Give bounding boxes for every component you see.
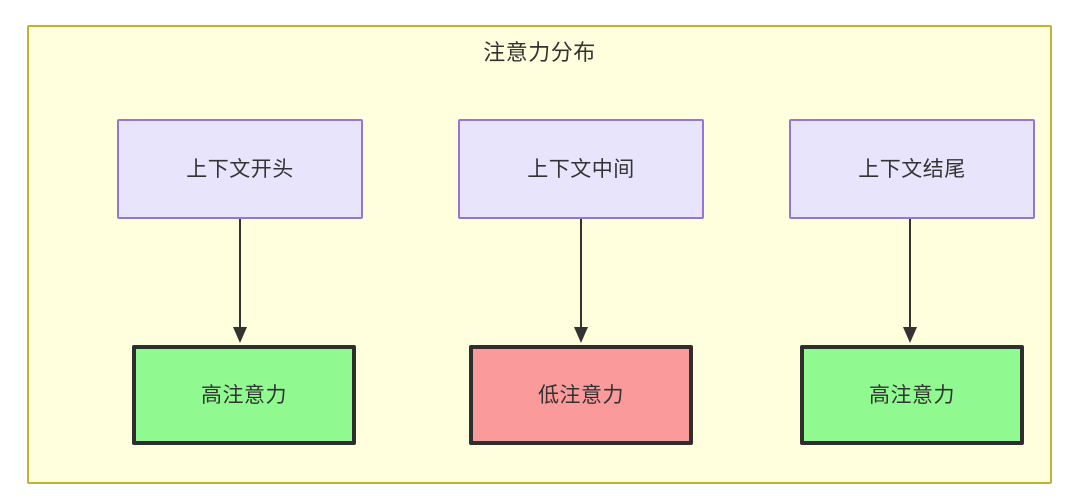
node-context-middle[interactable]: 上下文中间 <box>458 119 704 219</box>
node-attention-middle[interactable]: 低注意力 <box>469 345 693 445</box>
edge-arrow-start <box>232 219 248 345</box>
node-label: 高注意力 <box>201 383 287 407</box>
node-context-start[interactable]: 上下文开头 <box>117 119 363 219</box>
edge-arrow-end <box>902 219 918 345</box>
down-arrow-icon <box>574 219 588 343</box>
subgraph-title: 注意力分布 <box>483 40 596 65</box>
node-attention-start[interactable]: 高注意力 <box>132 345 356 445</box>
node-attention-end[interactable]: 高注意力 <box>800 345 1024 445</box>
node-label: 上下文中间 <box>527 157 635 181</box>
node-label: 上下文开头 <box>186 157 294 181</box>
edge-arrow-middle <box>573 219 589 345</box>
node-label: 低注意力 <box>538 383 624 407</box>
node-label: 高注意力 <box>869 383 955 407</box>
down-arrow-icon <box>903 219 917 343</box>
attention-distribution-subgraph: 注意力分布 上下文开头 上下文中间 上下文结尾 <box>27 25 1052 484</box>
down-arrow-icon <box>233 219 247 343</box>
node-context-end[interactable]: 上下文结尾 <box>789 119 1035 219</box>
node-label: 上下文结尾 <box>858 157 966 181</box>
